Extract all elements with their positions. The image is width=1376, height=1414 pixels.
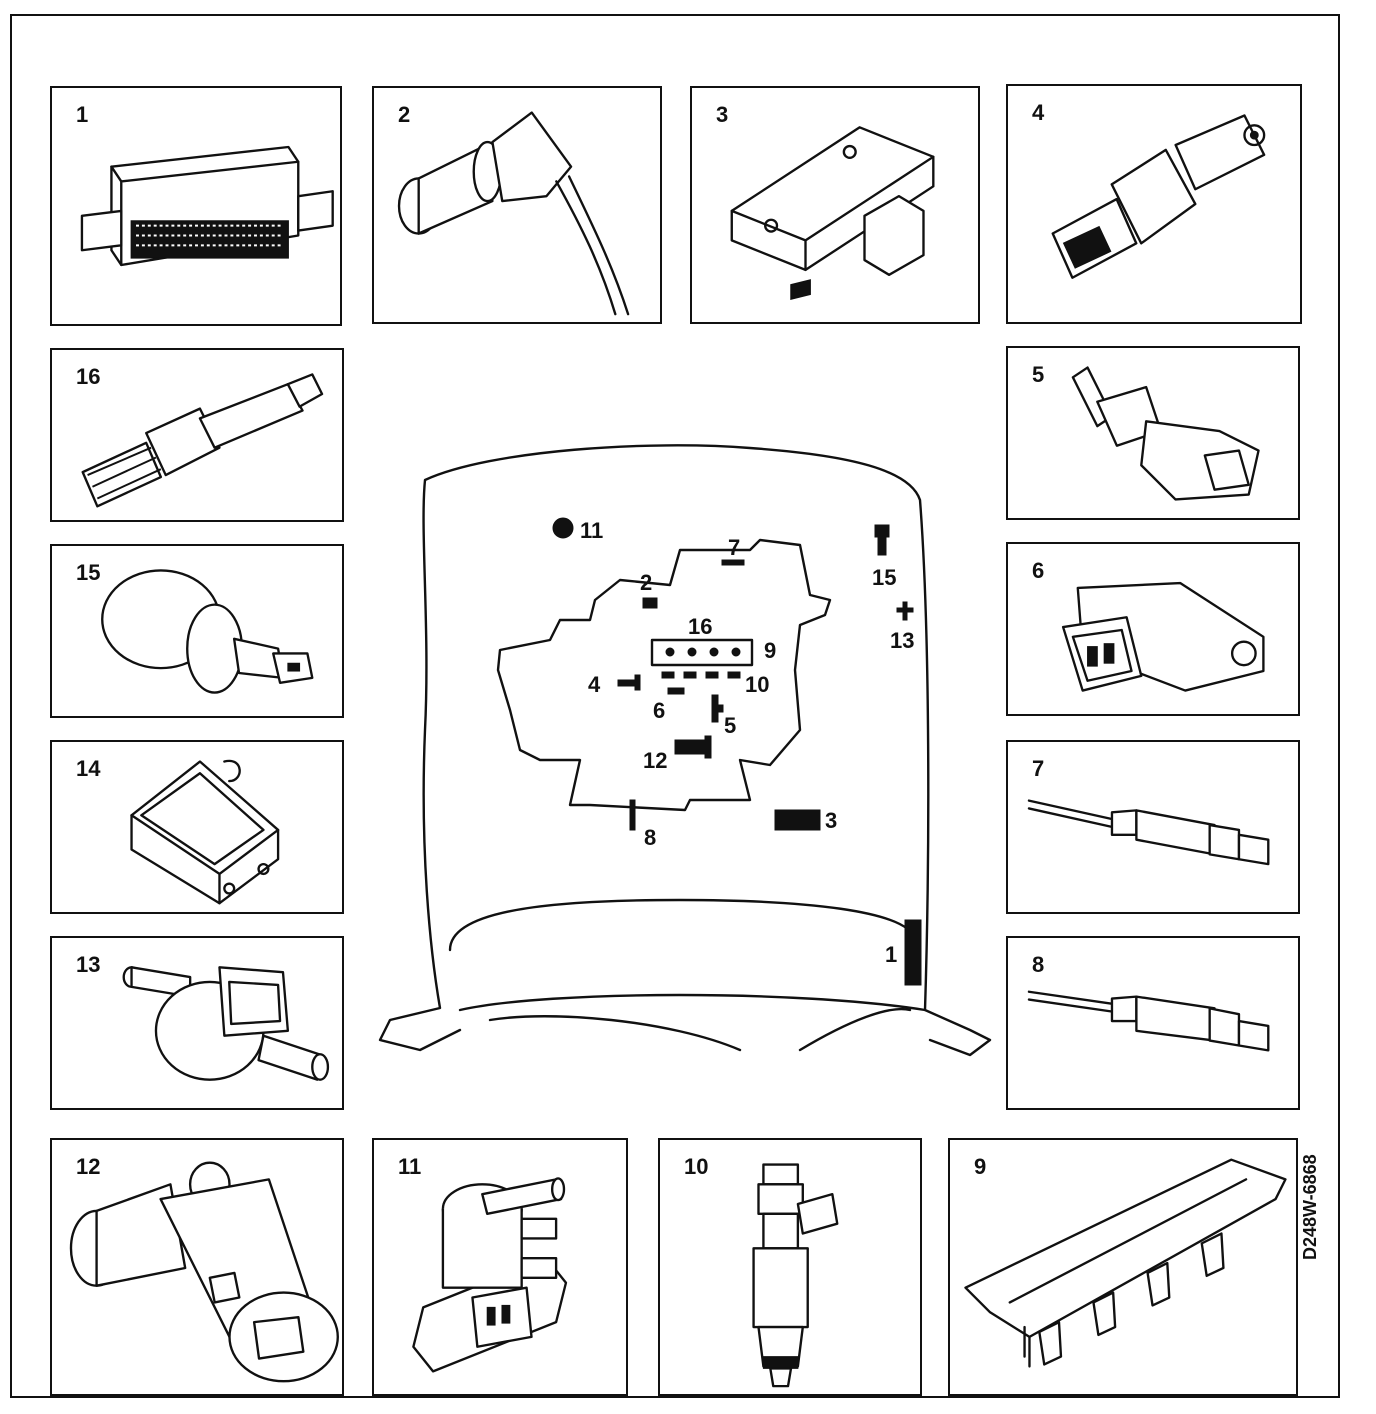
panel-number: 15 <box>76 560 101 585</box>
panel-9-fuel-rail: 9 <box>948 1138 1298 1396</box>
panel-16-spark-plug: 16 <box>50 348 344 522</box>
panel-5-coolant-sensor: 5 <box>1006 346 1300 520</box>
ecu-illustration <box>80 145 334 267</box>
oxygen-sensor-illustration <box>1027 799 1270 866</box>
panel-2-crank-sensor: 2 <box>372 86 662 324</box>
throttle-sensor-illustration <box>1061 581 1265 692</box>
purge-valve-illustration <box>122 966 330 1081</box>
panel-8-oxygen-sensor: 8 <box>1006 936 1300 1110</box>
label-7: 7 <box>728 535 740 560</box>
panel-number: 3 <box>716 102 729 127</box>
drawing-code: D248W-6868 <box>1300 1154 1320 1260</box>
panel-number: 6 <box>1032 558 1045 583</box>
label-3: 3 <box>825 808 837 833</box>
label-12: 12 <box>643 748 667 773</box>
label-10: 10 <box>745 672 769 697</box>
panel-14-pressure-sensor: 14 <box>50 740 344 914</box>
label-9: 9 <box>764 638 776 663</box>
panel-1-ecu: 1 <box>50 86 342 326</box>
label-1: 1 <box>885 942 897 967</box>
panel-number: 8 <box>1032 952 1045 977</box>
injector-illustration <box>752 1163 839 1388</box>
panel-15-idle-valve: 15 <box>50 544 344 718</box>
label-8: 8 <box>644 825 656 850</box>
panel-number: 1 <box>76 102 89 127</box>
panel-number: 11 <box>398 1154 422 1179</box>
label-11: 11 <box>580 518 603 543</box>
spark-plug-illustration <box>81 373 324 508</box>
label-4: 4 <box>588 672 601 697</box>
panel-number: 5 <box>1032 362 1045 387</box>
label-16: 16 <box>688 614 712 639</box>
temp-sensor-illustration <box>1051 114 1266 279</box>
panel-number: 13 <box>76 952 101 977</box>
panel-12-idle-air-valve: 12 <box>50 1138 344 1396</box>
label-5: 5 <box>724 713 736 738</box>
panel-number: 9 <box>974 1154 987 1179</box>
evap-valve-illustration <box>412 1177 568 1373</box>
fuel-rail-illustration <box>964 1158 1287 1368</box>
panel-3-map-sensor: 3 <box>690 86 980 324</box>
oxygen-sensor-illustration <box>1027 990 1270 1052</box>
pressure-sensor-illustration <box>130 759 280 905</box>
idle-valve-illustration <box>101 569 314 694</box>
label-6: 6 <box>653 698 665 723</box>
label-15: 15 <box>872 565 896 590</box>
idle-air-valve-illustration <box>69 1161 339 1383</box>
panel-7-oxygen-sensor: 7 <box>1006 740 1300 914</box>
panel-number: 14 <box>76 756 101 781</box>
engine-bay-layout: 11 7 2 16 9 10 4 6 5 12 8 3 15 13 1 <box>378 444 992 1057</box>
map-sensor-illustration <box>730 126 935 301</box>
panel-13-purge-valve: 13 <box>50 936 344 1110</box>
panel-10-injector: 10 <box>658 1138 922 1396</box>
label-2: 2 <box>640 570 652 595</box>
label-13: 13 <box>890 628 914 653</box>
panel-4-air-temp-sensor: 4 <box>1006 84 1302 324</box>
panel-11-evap-valve: 11 <box>372 1138 628 1396</box>
panel-number: 10 <box>684 1154 709 1179</box>
coolant-sensor-illustration <box>1071 366 1260 501</box>
panel-number: 16 <box>76 364 101 389</box>
panel-number: 2 <box>398 102 411 127</box>
panel-number: 7 <box>1032 756 1045 781</box>
panel-number: 12 <box>76 1154 101 1179</box>
diagram-frame <box>10 14 1340 1398</box>
panel-number: 4 <box>1032 100 1045 125</box>
panel-6-throttle-sensor: 6 <box>1006 542 1300 716</box>
crank-sensor-illustration <box>397 111 630 316</box>
